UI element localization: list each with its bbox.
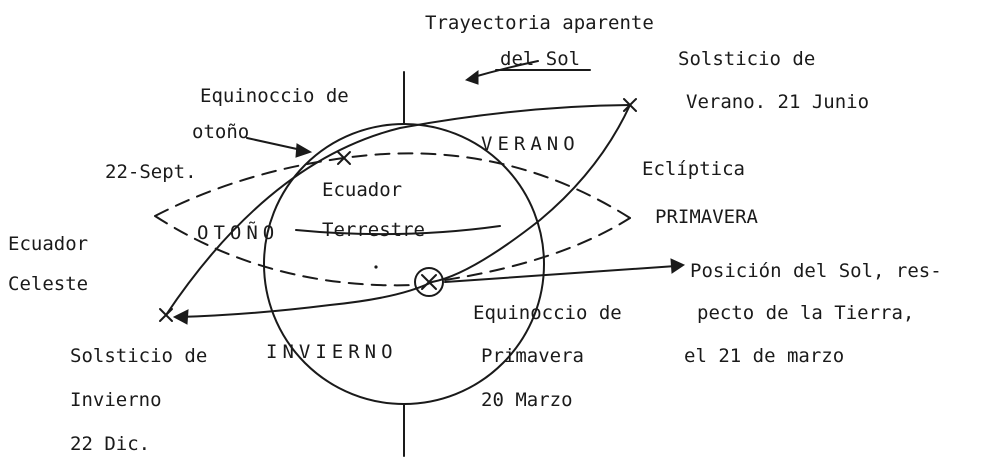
sun-path-upper [165, 104, 631, 316]
sun-path-direction-arrow [464, 60, 539, 85]
autumn-equinox-label-2: otoño [192, 121, 249, 143]
ecliptic-lower-dashed [154, 215, 416, 287]
sun-position-label-1: Posición del Sol, res- [690, 260, 942, 282]
celestial-equator-label-2: Celeste [8, 273, 88, 295]
season-invierno: INVIERNO [266, 341, 398, 363]
winter-solstice-label-2: Invierno [70, 389, 162, 411]
summer-solstice-label-1: Solsticio de [678, 48, 815, 70]
sun-position-arrow [444, 258, 686, 283]
sun-path-lower [177, 104, 631, 318]
sun-position-marker [414, 267, 444, 297]
winter-solstice-label-3: 22 Dic. [70, 433, 150, 455]
autumn-equinox-arrow [246, 137, 313, 158]
title-trayectoria: Trayectoria aparente [425, 12, 654, 34]
winter-solstice-label-1: Solsticio de [70, 345, 207, 367]
terrestrial-equator-label-2: Terrestre [322, 219, 425, 241]
title-del-sol: del Sol [500, 48, 580, 70]
sun-position-label-2: pecto de la Tierra, [697, 302, 914, 324]
ecliptic-right-dashed [444, 217, 631, 281]
surface-dot [374, 265, 378, 269]
summer-solstice-label-2: Verano. 21 Junio [686, 91, 869, 113]
season-otono: OTOÑO [197, 221, 279, 244]
sun-position-label-3: el 21 de marzo [684, 345, 844, 367]
spring-equinox-label-3: 20 Marzo [481, 389, 573, 411]
terrestrial-equator-label-1: Ecuador [322, 179, 402, 201]
autumn-equinox-label-1: Equinoccio de [200, 85, 349, 107]
winter-path-arrow [172, 309, 189, 325]
summer-solstice-mark [623, 98, 637, 112]
autumn-equinox-mark [337, 151, 351, 165]
spring-equinox-mark [421, 274, 437, 290]
ecliptic-label: Eclíptica [642, 158, 745, 180]
spring-equinox-label-2: Primavera [481, 345, 584, 367]
spring-equinox-label-1: Equinoccio de [473, 302, 622, 324]
terrestrial-equator [295, 225, 501, 236]
winter-solstice-mark [159, 308, 173, 322]
season-primavera: PRIMAVERA [655, 206, 759, 228]
autumn-date-label: 22-Sept. [105, 161, 197, 183]
season-verano: VERANO [481, 133, 580, 155]
ecliptic-upper-dashed [154, 152, 631, 219]
earth-sphere [263, 123, 545, 405]
celestial-equator-label-1: Ecuador [8, 233, 88, 255]
